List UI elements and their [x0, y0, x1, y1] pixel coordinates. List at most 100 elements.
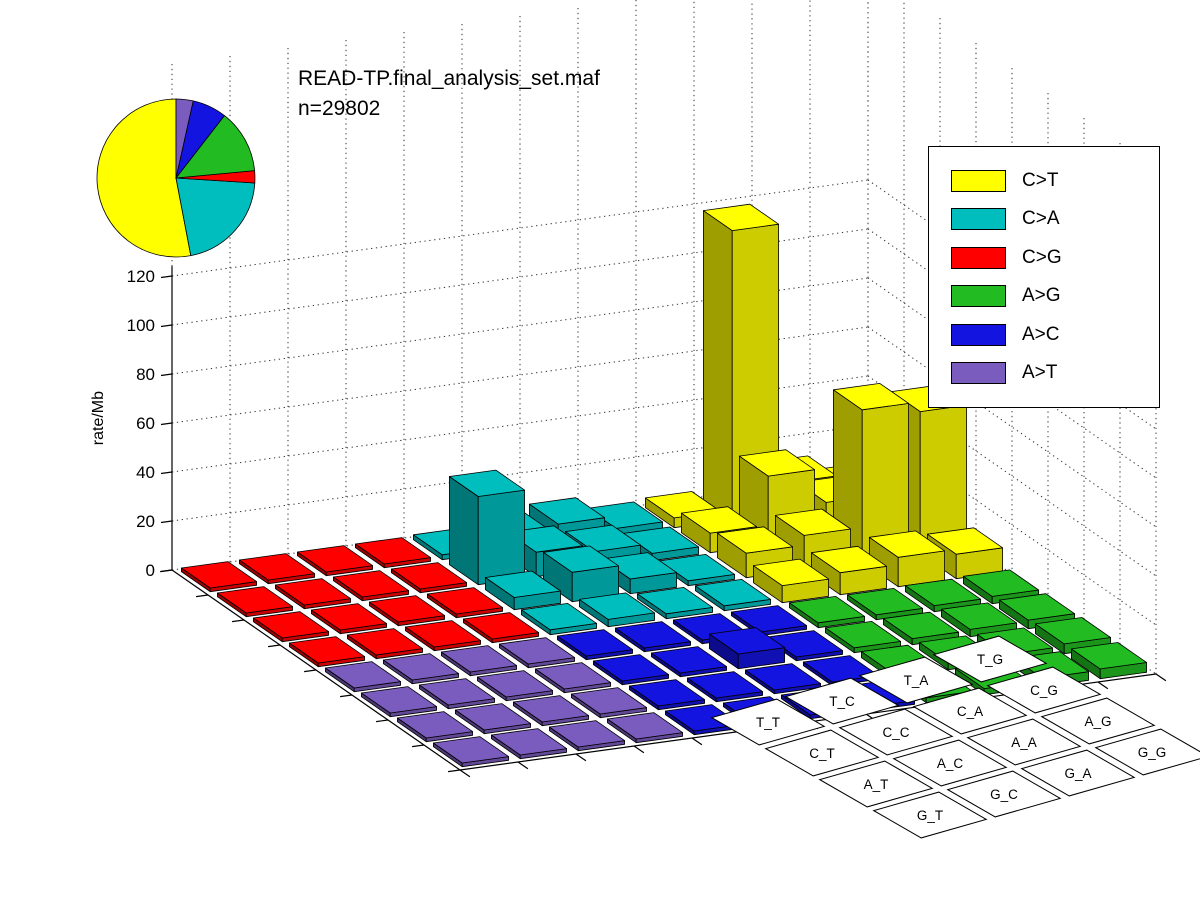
context-key-label: C_C	[882, 725, 909, 740]
legend-label: A>T	[1022, 362, 1058, 384]
context-key-tile	[872, 791, 988, 839]
bar-c-to-a-top-face	[529, 497, 605, 525]
bar-a-to-c-top-face	[745, 663, 821, 691]
y-tick	[340, 694, 353, 698]
legend-label: C>A	[1022, 208, 1060, 230]
bar-a-to-t-top-face	[513, 695, 589, 723]
bar-a-to-g-top-face	[789, 596, 865, 624]
context-key-label: A_T	[864, 777, 889, 792]
context-key-label: G_G	[1138, 745, 1167, 760]
bar-a-to-t-top-face	[571, 687, 647, 715]
bar-c-to-t-top-face	[739, 449, 815, 477]
z-tick-label: 20	[136, 512, 155, 531]
bar-a-to-c-top-face	[557, 629, 633, 657]
legend-entry: C>G	[951, 246, 1159, 269]
bar-c-to-a-top-face	[543, 545, 619, 573]
bar-c-to-t-top-face	[869, 530, 945, 558]
bar-c-to-t-top-face	[717, 526, 793, 554]
context-key-label: T_G	[977, 652, 1003, 667]
legend-swatch-a-to-c	[951, 323, 1006, 346]
x-tick	[633, 745, 645, 754]
context-key-label: C_G	[1030, 683, 1058, 698]
bar-a-to-t-top-face	[535, 662, 611, 690]
bar-a-to-g-top-face	[963, 569, 1039, 597]
bar-a-to-c-top-face	[687, 671, 763, 699]
bar-c-to-g-top-face	[310, 603, 388, 631]
y-tick	[376, 719, 389, 723]
legend: C>T C>A C>G A>G A>C A>T	[928, 146, 1160, 408]
context-key-label: T_C	[829, 694, 855, 709]
context-key-tile	[892, 739, 1008, 787]
legend-entry: C>T	[951, 169, 1159, 192]
context-key-tile	[986, 666, 1102, 714]
x-tick	[1097, 681, 1109, 690]
bar-c-to-a-top-face	[623, 526, 699, 554]
bar-a-to-c-top-face	[731, 605, 807, 633]
bar-a-to-t-top-face	[360, 686, 438, 714]
bar-c-to-t-top-face	[753, 558, 829, 586]
context-key-tile	[858, 656, 974, 704]
z-tick-label: 100	[127, 316, 155, 335]
context-key-label: G_A	[1064, 766, 1091, 781]
context-key-label: A_C	[937, 756, 964, 771]
context-key-tile	[1040, 697, 1156, 745]
chart-title-block: READ-TP.final_analysis_set.maf n=29802	[298, 66, 600, 122]
bar-a-to-g-top-face	[1035, 617, 1111, 645]
z-axis-label: rate/Mb	[90, 391, 107, 445]
bar-a-to-g-top-face	[825, 621, 901, 649]
context-key-tile	[818, 760, 934, 808]
bar-a-to-c-top-face	[615, 621, 691, 649]
bar-a-to-t-top-face	[418, 678, 496, 706]
bar-c-to-t-top-face	[703, 203, 779, 232]
bar-c-to-g-top-face	[288, 636, 366, 664]
bar-a-to-c-top-face	[593, 654, 669, 682]
context-key-tile	[1094, 728, 1200, 776]
bar-a-to-t-top-face	[324, 661, 402, 689]
context-key-tile	[946, 770, 1062, 818]
y-tick	[268, 644, 281, 648]
bar-c-to-g-top-face	[368, 595, 446, 623]
legend-label: A>C	[1022, 323, 1060, 345]
bar-c-to-a-top-face	[579, 592, 655, 620]
legend-swatch-c-to-g	[951, 246, 1006, 269]
x-tick	[1155, 673, 1167, 682]
bar-a-to-c-top-face	[651, 646, 727, 674]
bar-a-to-c-top-face	[767, 630, 843, 658]
bar-a-to-t-top-face	[432, 736, 510, 764]
bar-a-to-g-top-face	[905, 578, 981, 606]
context-key-tile	[764, 729, 880, 777]
context-key-label: T_T	[756, 715, 780, 730]
bar-c-to-a-top-face	[659, 554, 735, 582]
bar-a-to-t-top-face	[607, 712, 683, 740]
pie-slice-c-to-t	[96, 98, 192, 258]
legend-entry: A>G	[951, 285, 1159, 308]
y-tick	[196, 594, 209, 598]
bar-a-to-t-top-face	[440, 645, 517, 673]
bar-c-to-t-top-face	[927, 527, 1003, 555]
context-key-tile	[838, 708, 954, 756]
z-tick	[160, 471, 173, 475]
bar-c-to-a-top-face	[521, 603, 597, 631]
bar-c-to-a-top-face	[601, 552, 677, 580]
x-tick	[459, 769, 471, 778]
bar-a-to-t-top-face	[396, 711, 474, 739]
context-key-tile	[932, 635, 1048, 683]
bar-c-to-a-top-face	[587, 501, 663, 529]
pie-slice-a-to-g	[175, 115, 256, 179]
legend-label: A>G	[1022, 285, 1061, 307]
bar-c-to-g-top-face	[462, 612, 539, 640]
bar-c-to-g-top-face	[426, 587, 504, 615]
context-key-label: A_G	[1084, 714, 1111, 729]
legend-entry: C>A	[951, 208, 1159, 231]
z-tick-label: 0	[146, 561, 155, 580]
z-tick-label: 40	[136, 463, 155, 482]
bar-a-to-t-top-face	[454, 703, 531, 731]
bar-c-to-a-front-face	[477, 489, 525, 586]
bar-c-to-a-top-face	[637, 587, 713, 615]
bar-c-to-g-top-face	[274, 578, 352, 606]
context-key-label: T_A	[904, 673, 929, 688]
bar-c-to-g-top-face	[180, 561, 258, 589]
y-tick	[160, 569, 173, 573]
bar-a-to-g-top-face	[1071, 642, 1147, 670]
bar-c-to-g-top-face	[390, 562, 468, 590]
